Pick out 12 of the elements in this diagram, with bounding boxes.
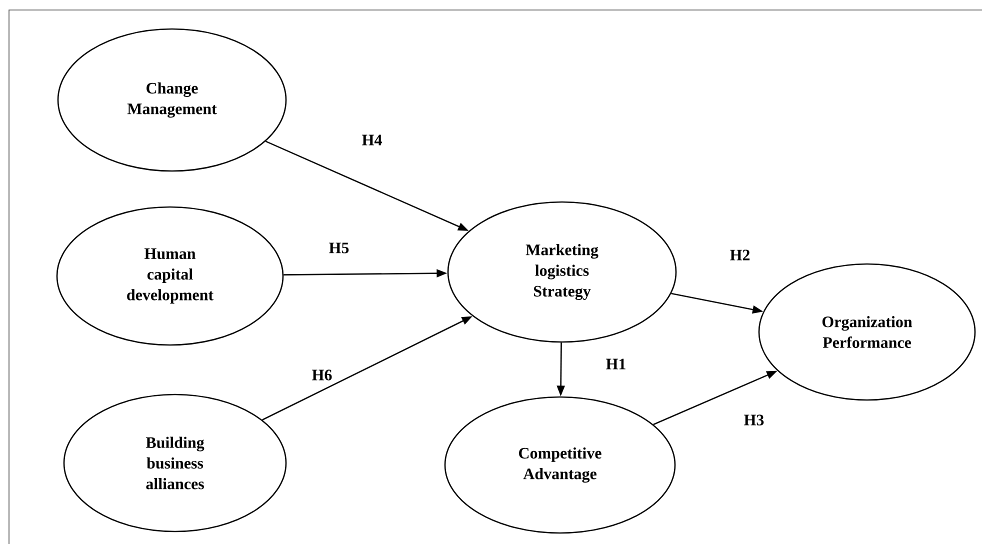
- ellipse-node: Competitive Advantage: [444, 396, 676, 534]
- edge-label: H3: [742, 413, 766, 427]
- ellipse-node: Change Management: [57, 28, 287, 172]
- ellipse-node: Building business alliances: [63, 394, 287, 532]
- ellipse-node: Marketing logistics Strategy: [447, 201, 677, 343]
- ellipse-node: Organization Performance: [758, 263, 976, 401]
- ellipse-node: Human capital development: [56, 206, 284, 346]
- edge-label: H2: [728, 248, 752, 262]
- edge-label: H5: [327, 241, 351, 255]
- edge-label: H6: [310, 368, 334, 382]
- edge-label: H4: [360, 133, 384, 147]
- edge-label: H1: [604, 357, 628, 371]
